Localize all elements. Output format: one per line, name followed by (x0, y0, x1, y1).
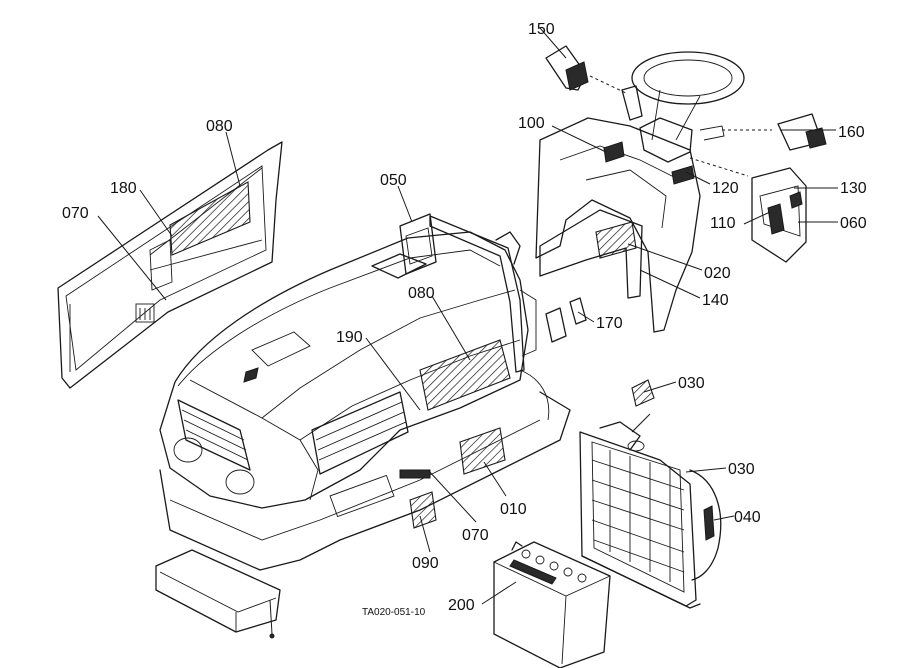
leader-lines (97, 27, 838, 605)
callout-170: 170 (596, 315, 623, 332)
callout-080-hood: 080 (408, 285, 435, 302)
dashboard-assembly (535, 45, 827, 343)
figure-reference: TA020-051-10 (362, 607, 426, 618)
side-panel (57, 141, 283, 389)
callout-080-panel: 080 (206, 118, 233, 135)
callout-060: 060 (840, 215, 867, 232)
callout-030-mid: 030 (728, 461, 755, 478)
callout-070-panel: 070 (62, 205, 89, 222)
callout-120: 120 (712, 180, 739, 197)
callout-labels: 150 100 160 080 180 070 050 120 130 110 … (62, 21, 867, 618)
callout-010: 010 (500, 501, 527, 518)
callout-190: 190 (336, 329, 363, 346)
hood-decal (419, 339, 511, 411)
callout-140: 140 (702, 292, 729, 309)
side-panel-decal (169, 181, 251, 256)
callout-020: 020 (704, 265, 731, 282)
radiator-assembly (579, 379, 722, 609)
callout-100: 100 (518, 115, 545, 132)
callout-110: 110 (710, 215, 736, 232)
callout-180: 180 (110, 180, 137, 197)
callout-070-front: 070 (462, 527, 489, 544)
callout-130: 130 (840, 180, 867, 197)
callout-050: 050 (380, 172, 407, 189)
callout-090: 090 (412, 555, 439, 572)
callout-040: 040 (734, 509, 761, 526)
callout-200: 200 (448, 597, 475, 614)
hood-assembly (155, 213, 571, 639)
callout-160: 160 (838, 124, 865, 141)
callout-030-top: 030 (678, 375, 705, 392)
callout-150: 150 (528, 21, 555, 38)
battery (493, 541, 611, 668)
